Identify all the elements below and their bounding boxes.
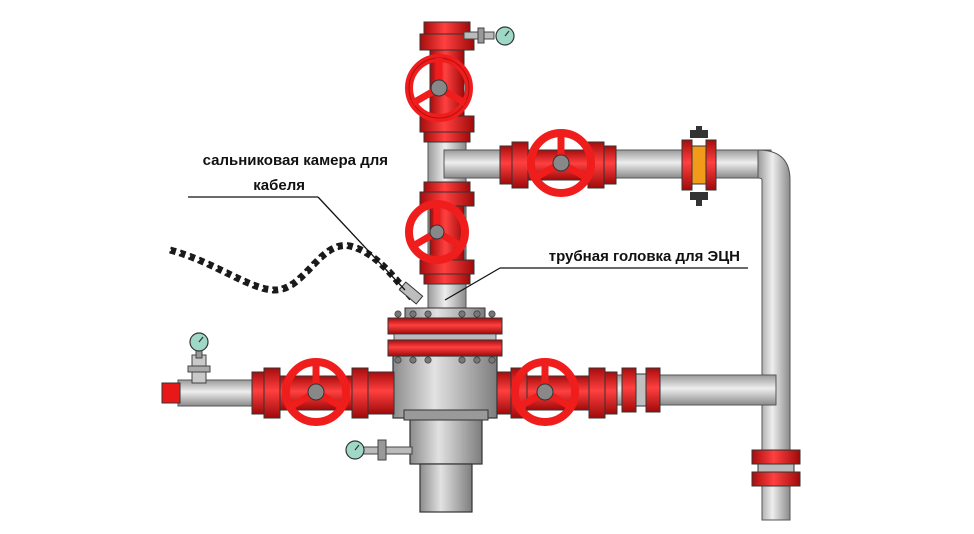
cable-gland-leader (188, 196, 406, 291)
return-line-flange (681, 126, 717, 206)
tubing-head-body (392, 355, 498, 513)
lower-line-flange (621, 367, 661, 413)
cable-gland-label-line1: сальниковая камера для (203, 152, 388, 169)
pressure-gauge-icon (463, 26, 515, 46)
return-line (590, 149, 791, 521)
tubing-head-flanges (387, 307, 503, 364)
tubing-head-label: трубная головка для ЭЦН (549, 248, 740, 265)
pressure-gauge-icon (345, 439, 413, 461)
handwheel-icon[interactable] (511, 358, 579, 426)
cable-gland (398, 281, 424, 305)
handwheel-icon[interactable] (405, 200, 469, 264)
handwheel-icon[interactable] (405, 54, 473, 122)
cable-icon (169, 242, 415, 301)
left-outlet-cap (161, 382, 181, 404)
pressure-gauge-icon (187, 332, 211, 384)
vertical-return-flange (751, 449, 801, 487)
cable-gland-label-line2: кабеля (253, 177, 305, 194)
tubing-head-leader (444, 267, 748, 301)
handwheel-icon[interactable] (527, 129, 595, 197)
handwheel-icon[interactable] (282, 358, 350, 426)
